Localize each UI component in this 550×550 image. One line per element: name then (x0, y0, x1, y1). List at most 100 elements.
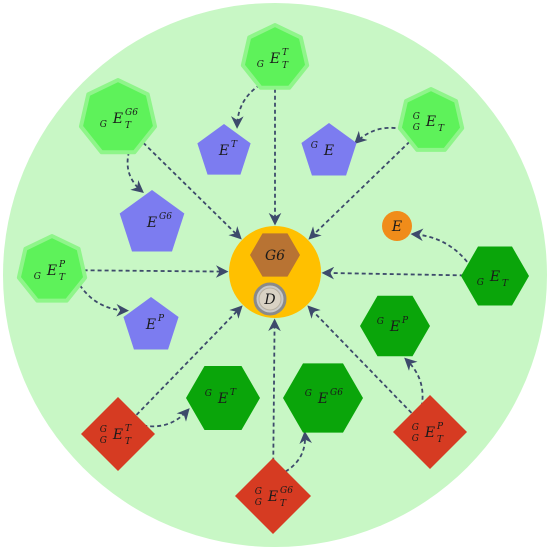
label-presuperscript: G (311, 141, 318, 151)
label-main: E (323, 143, 334, 159)
label-subscript: T (125, 437, 132, 447)
label-presubscript: G (412, 434, 419, 444)
label-presubscript: G (257, 60, 264, 70)
edge-dia_left-to-hex_get (143, 408, 190, 428)
edge-dia_right-to-hub (307, 305, 413, 414)
edge-dia_bottom-to-hub (268, 318, 281, 469)
label-superscript: P (436, 422, 444, 432)
label-main: E (267, 489, 278, 505)
label-main: E (391, 219, 402, 235)
node-shape (81, 397, 155, 471)
edge-hex_right-to-e_circle (410, 228, 468, 263)
label-main: E (145, 317, 156, 333)
label-subscript: T (437, 435, 444, 445)
edge-upper_left-to-pent_eg6 (126, 151, 144, 194)
label-presuperscript: G (255, 487, 262, 497)
node-shape (235, 458, 311, 534)
label-superscript: T (231, 140, 238, 150)
label-main: E (317, 391, 328, 407)
node-shape (78, 78, 158, 155)
d-label: D (263, 292, 275, 308)
label-presubscript: G (255, 498, 262, 508)
e-circle-label: E (391, 219, 402, 235)
label-main: D (263, 292, 275, 308)
label-main: E (425, 114, 436, 130)
label-main: E (389, 319, 400, 335)
edge-left-to-hub (83, 265, 229, 278)
node-shape (382, 211, 412, 241)
label-presubscript: G (413, 123, 420, 133)
label-superscript: T (282, 48, 289, 58)
label-subscript: T (59, 273, 66, 283)
edge-upper_left-to-hub (142, 142, 242, 240)
label-presuperscript: G (205, 389, 212, 399)
label-presubscript: G (100, 436, 107, 446)
node-shape (197, 124, 251, 175)
label-subscript: T (438, 124, 445, 134)
label-superscript: P (58, 260, 66, 270)
label-presuperscript: G (377, 317, 384, 327)
label-main: G6 (265, 248, 285, 264)
label-presuperscript: G (305, 389, 312, 399)
label-presubscript: G (477, 278, 484, 288)
label-superscript: G6 (280, 486, 293, 496)
node-g6: G6 (250, 233, 300, 277)
label-main: E (218, 143, 229, 159)
label-subscript: T (502, 279, 509, 289)
node-shape (119, 190, 185, 252)
edge-dia_left-to-hub (135, 305, 243, 416)
label-presuperscript: G (413, 112, 420, 122)
node-shape (250, 233, 300, 277)
node-shape (240, 23, 310, 90)
node-shape (393, 395, 467, 469)
edge-hex_right-to-hub (321, 266, 464, 280)
node-shape (461, 246, 529, 306)
edge-left-to-pent_ep (79, 284, 130, 317)
node-shape (301, 123, 357, 176)
label-superscript: P (157, 314, 165, 324)
node-shape (123, 297, 179, 350)
g6-label: G6 (265, 248, 285, 264)
label-superscript: T (230, 388, 237, 398)
label-superscript: T (125, 424, 132, 434)
node-shape (16, 234, 88, 303)
edge-dia_bottom-to-hex_geg6 (284, 430, 312, 473)
node-e-circle: E (382, 211, 412, 241)
node-shape (360, 295, 430, 357)
label-main: E (112, 111, 123, 127)
label-superscript: G6 (159, 212, 172, 222)
label-main: E (46, 263, 57, 279)
label-subscript: T (280, 499, 287, 509)
label-main: E (112, 427, 123, 443)
label-subscript: T (125, 121, 132, 131)
node-inner-disc (258, 287, 282, 311)
edge-top-to-pent_et (230, 84, 261, 129)
edge-upper_right-to-hub (308, 141, 411, 240)
